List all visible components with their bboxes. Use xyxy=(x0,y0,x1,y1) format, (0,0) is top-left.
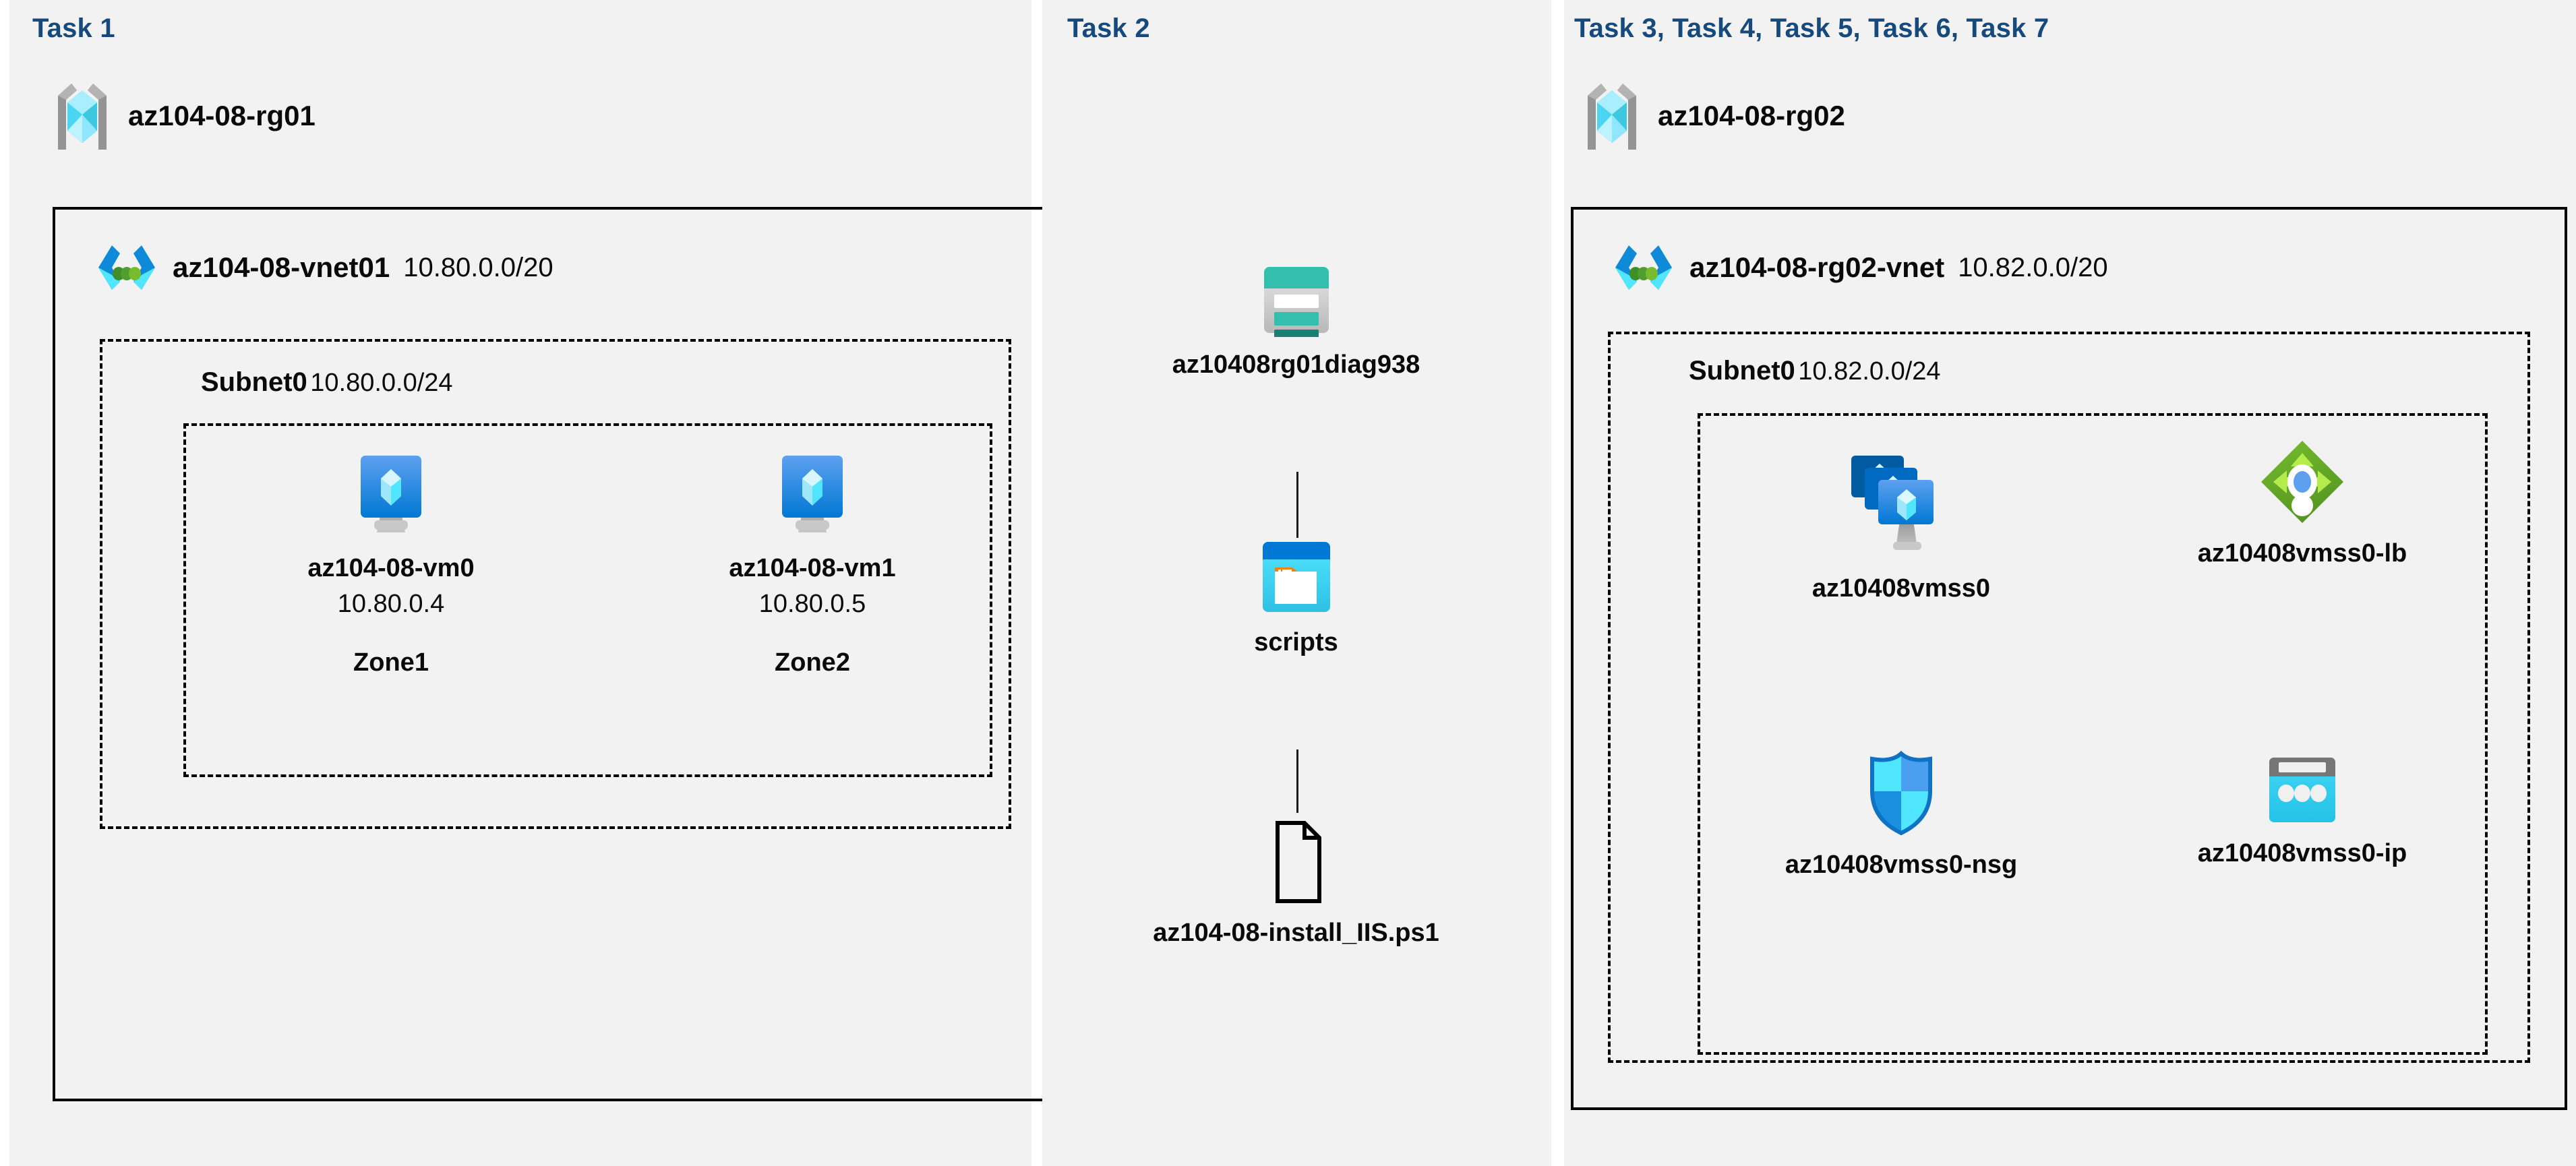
task1-subnet-name: Subnet0 xyxy=(201,367,307,397)
task2-title: Task 2 xyxy=(1067,13,1150,43)
task2-container[interactable]: scripts xyxy=(1079,539,1514,657)
task3-nsg[interactable]: az10408vmss0-nsg xyxy=(1753,749,2049,880)
task3-resource-group-label: az104-08-rg02 xyxy=(1658,100,1845,131)
task1-vm0[interactable]: az104-08-vm0 10.80.0.4 Zone1 xyxy=(270,453,512,677)
load-balancer-icon xyxy=(2258,438,2346,526)
task1-resource-group-label: az104-08-rg01 xyxy=(128,100,316,131)
virtual-network-icon xyxy=(1611,241,1676,294)
task1-vm1[interactable]: az104-08-vm1 10.80.0.5 Zone2 xyxy=(691,453,934,677)
task3-panel xyxy=(1564,0,2576,1166)
task3-resource-group: az104-08-rg02 xyxy=(1581,80,1845,152)
task3-subnet-name: Subnet0 xyxy=(1689,356,1795,386)
storage-account-icon xyxy=(1259,263,1334,337)
task1-resource-group: az104-08-rg01 xyxy=(51,80,316,152)
task3-subnet-header: Subnet0 10.82.0.0/24 xyxy=(1689,356,1941,386)
task3-load-balancer[interactable]: az10408vmss0-lb xyxy=(2147,438,2457,568)
task1-vm1-ip: 10.80.0.5 xyxy=(758,590,866,618)
task1-panel xyxy=(9,0,1031,1166)
task2-file-name: az104-08-install_IIS.ps1 xyxy=(1153,919,1439,947)
task3-public-ip[interactable]: az10408vmss0-ip xyxy=(2147,755,2457,868)
task3-load-balancer-name: az10408vmss0-lb xyxy=(2197,539,2407,567)
blob-container-icon xyxy=(1259,539,1334,615)
task3-public-ip-name: az10408vmss0-ip xyxy=(2197,839,2407,867)
task1-vnet-cidr: 10.80.0.0/20 xyxy=(403,252,553,282)
task3-title: Task 3, Task 4, Task 5, Task 6, Task 7 xyxy=(1574,13,2049,43)
task1-subnet-header: Subnet0 10.80.0.0/24 xyxy=(201,367,453,398)
task3-subnet-box xyxy=(1608,332,2530,1063)
task1-title: Task 1 xyxy=(32,13,115,43)
task1-subnet-cidr: 10.80.0.0/24 xyxy=(310,369,453,397)
task2-storage-account-name: az10408rg01diag938 xyxy=(1172,350,1420,379)
task3-vnet-cidr: 10.82.0.0/20 xyxy=(1958,252,2108,282)
task1-zones-box xyxy=(183,423,992,777)
task1-vm0-zone: Zone1 xyxy=(353,648,429,677)
task1-vnet-header: az104-08-vnet01 10.80.0.0/20 xyxy=(94,241,553,294)
task1-vm1-name: az104-08-vm1 xyxy=(729,554,896,582)
task3-vmss[interactable]: az10408vmss0 xyxy=(1753,453,2049,603)
task3-subnet-cidr: 10.82.0.0/24 xyxy=(1798,357,1941,386)
vm-scale-set-icon xyxy=(1847,453,1955,561)
task3-nsg-name: az10408vmss0-nsg xyxy=(1785,851,2018,879)
container-to-file-connector xyxy=(1296,749,1298,813)
task1-vm0-ip: 10.80.0.4 xyxy=(337,590,445,618)
task1-subnet-box xyxy=(100,339,1011,829)
task3-vnet-name: az104-08-rg02-vnet xyxy=(1689,251,1945,283)
resource-group-icon xyxy=(1581,80,1643,152)
task1-vm0-name: az104-08-vm0 xyxy=(307,554,475,582)
task1-vm1-zone: Zone2 xyxy=(775,648,850,677)
storage-to-container-connector xyxy=(1296,472,1298,538)
virtual-machine-icon xyxy=(350,453,432,541)
task1-vnet-name: az104-08-vnet01 xyxy=(173,251,390,283)
network-security-group-icon xyxy=(1861,749,1941,837)
file-icon xyxy=(1263,819,1330,905)
task2-file[interactable]: az104-08-install_IIS.ps1 xyxy=(1079,819,1514,948)
task3-vmss-name: az10408vmss0 xyxy=(1811,574,1991,603)
task3-resources-box xyxy=(1698,413,2488,1055)
virtual-machine-icon xyxy=(771,453,853,541)
task3-vnet-box xyxy=(1571,207,2567,1110)
task3-vnet-header: az104-08-rg02-vnet 10.82.0.0/20 xyxy=(1611,241,2108,294)
task2-container-name: scripts xyxy=(1254,628,1338,656)
virtual-network-icon xyxy=(94,241,159,294)
task2-storage-account[interactable]: az10408rg01diag938 xyxy=(1079,263,1514,379)
public-ip-address-icon xyxy=(2265,755,2339,826)
resource-group-icon xyxy=(51,80,113,152)
